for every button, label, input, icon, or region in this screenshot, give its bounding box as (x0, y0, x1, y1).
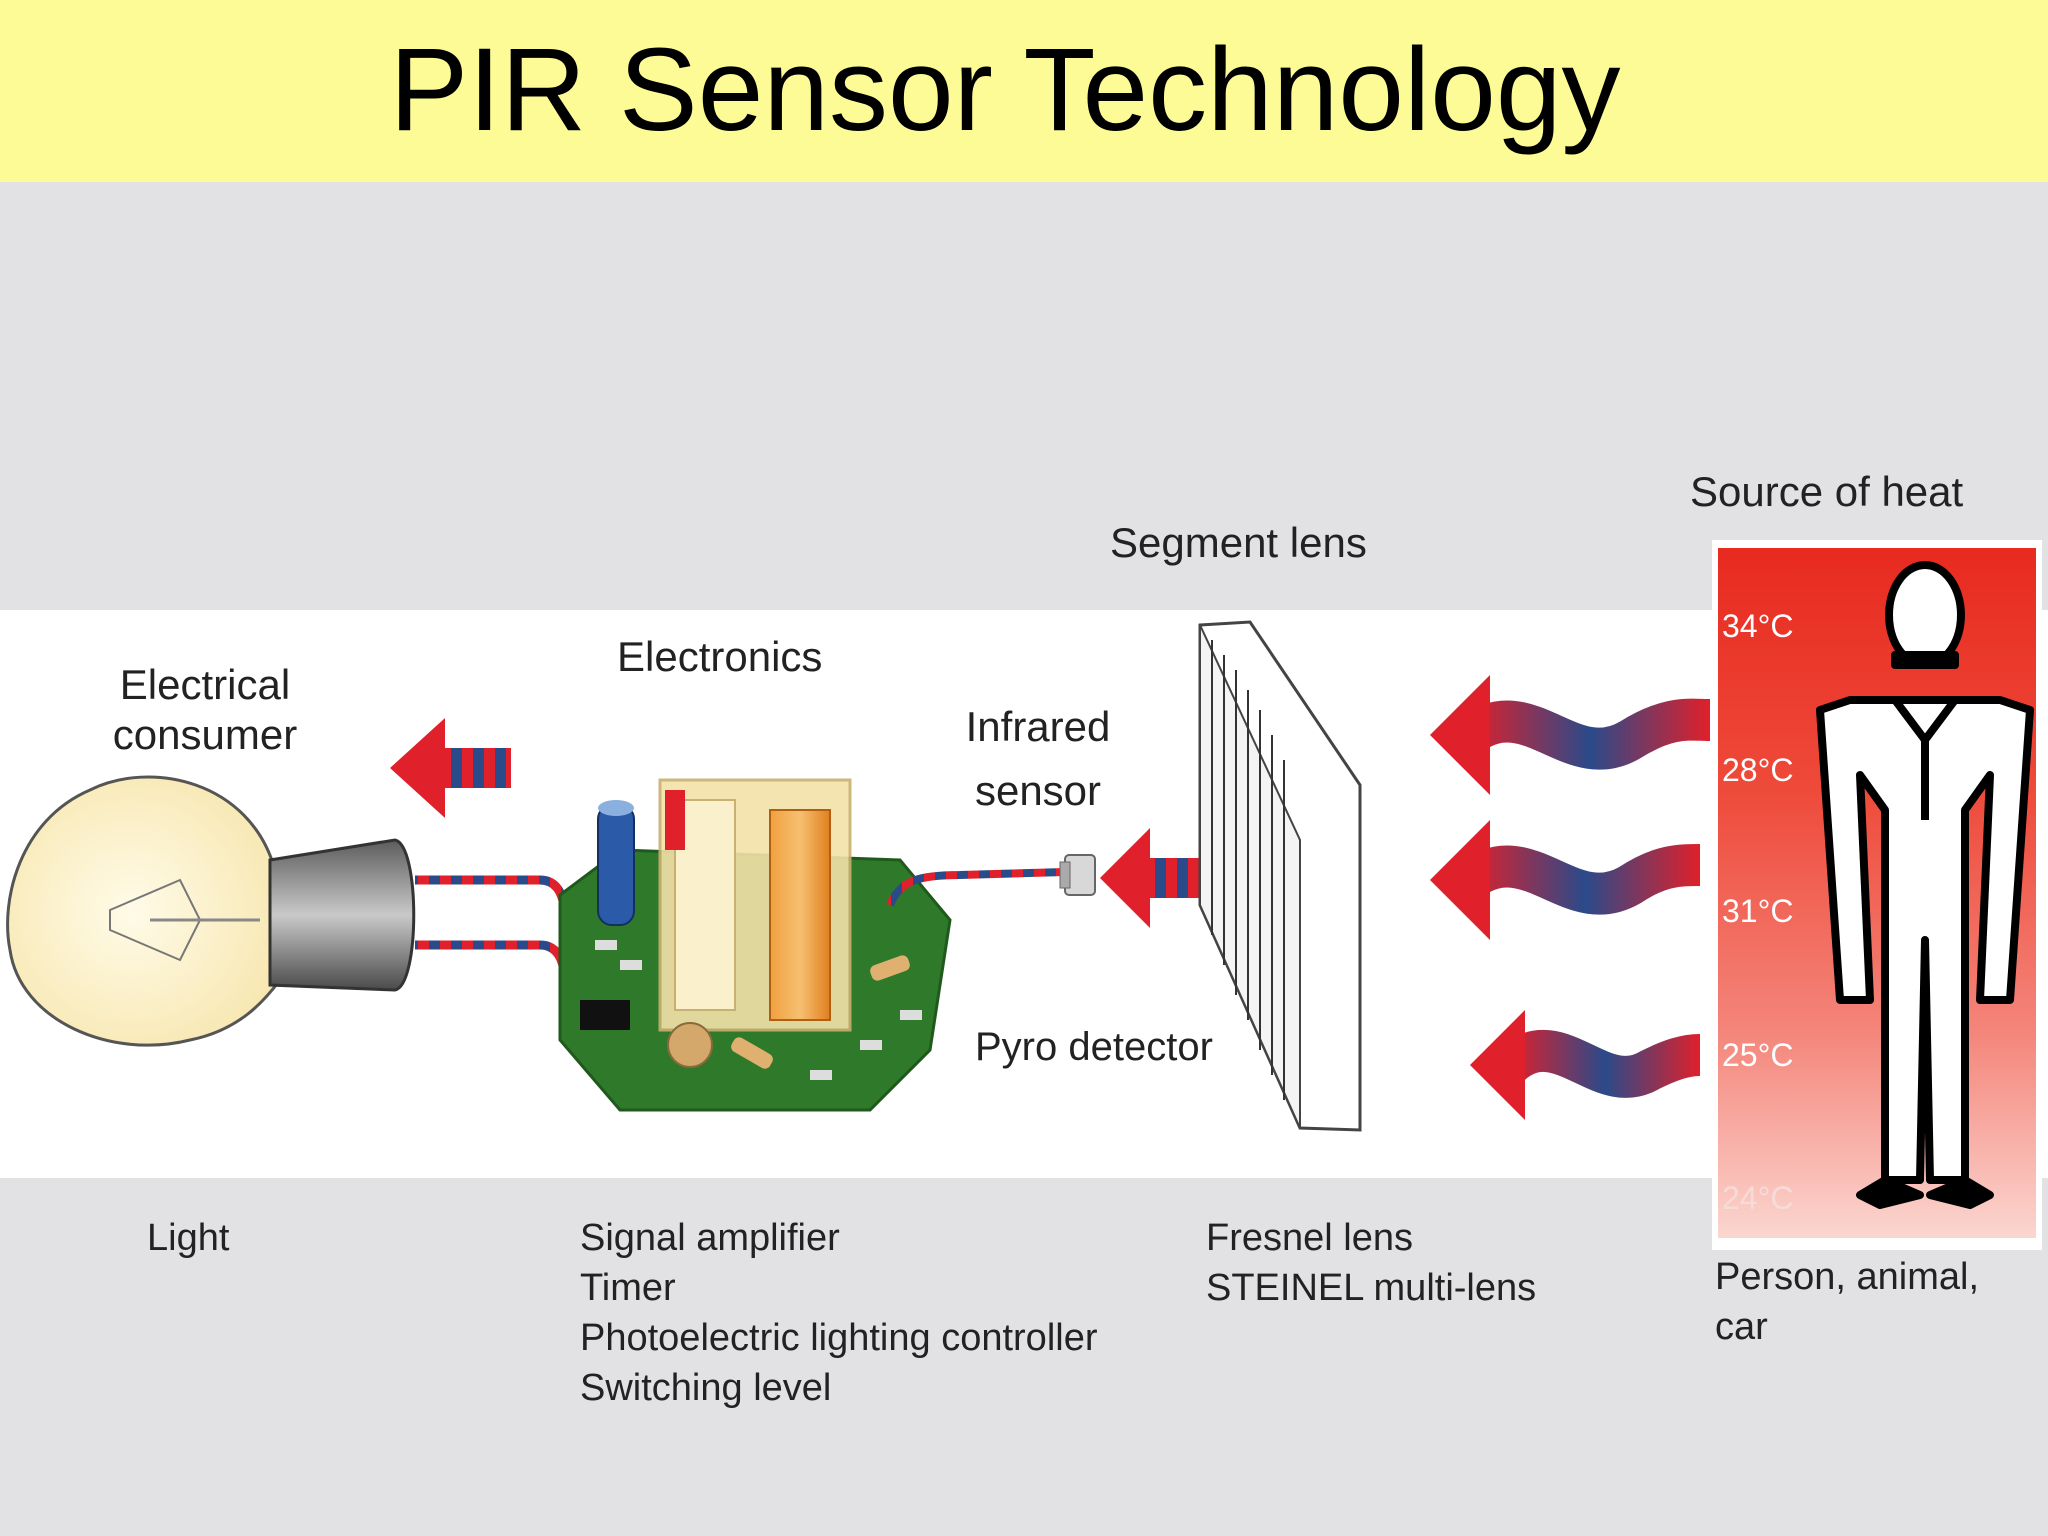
person-figure-icon (1816, 561, 2034, 1209)
lens-type-list: Fresnel lens STEINEL multi-lens (1206, 1213, 1536, 1313)
heat-source-panel (1712, 540, 2042, 1250)
temp-label: 24°C (1722, 1180, 1794, 1216)
pyro-detector-label: Pyro detector (975, 1025, 1213, 1069)
circuit-board-icon (558, 778, 952, 1112)
temp-label: 34°C (1722, 608, 1794, 644)
list-item: Switching level (580, 1367, 832, 1409)
list-item: Photoelectric lighting controller (580, 1317, 1098, 1359)
list-item: Timer (580, 1267, 676, 1309)
electrical-consumer-label: Electrical consumer (112, 661, 298, 759)
list-item: Fresnel lens (1206, 1217, 1413, 1259)
list-item: STEINEL multi-lens (1206, 1267, 1537, 1309)
light-label: Light (147, 1217, 230, 1259)
source-of-heat-label: Source of heat (1690, 468, 1964, 515)
temp-label: 28°C (1722, 752, 1794, 788)
electronics-label: Electronics (617, 633, 823, 680)
wires-bulb-to-pcb (415, 875, 570, 986)
heat-radiation-arrows-icon (1430, 675, 1711, 1120)
infrared-sensor-label: Infrared sensor (965, 703, 1111, 814)
output-arrow-icon (390, 718, 511, 818)
temp-label: 31°C (1722, 893, 1794, 929)
electronics-function-list: Signal amplifier Timer Photoelectric lig… (580, 1213, 1098, 1413)
fresnel-lens-icon (1198, 620, 1362, 1132)
segment-lens-label: Segment lens (1110, 519, 1367, 566)
list-item: Signal amplifier (580, 1217, 840, 1259)
bottom-band (0, 1178, 2048, 1536)
wire-pcb-to-sensor (886, 868, 1066, 907)
infrared-sensor-icon (1059, 854, 1096, 896)
list-item: car (1715, 1306, 1768, 1348)
temp-label: 25°C (1722, 1037, 1794, 1073)
top-band (0, 182, 2048, 610)
heat-source-list: Person, animal, car (1715, 1252, 1979, 1352)
title-bar (0, 0, 2048, 182)
list-item: Person, animal, (1715, 1256, 1980, 1298)
slide-title: PIR Sensor Technology (389, 24, 1621, 156)
light-bulb-icon (6, 775, 416, 1047)
